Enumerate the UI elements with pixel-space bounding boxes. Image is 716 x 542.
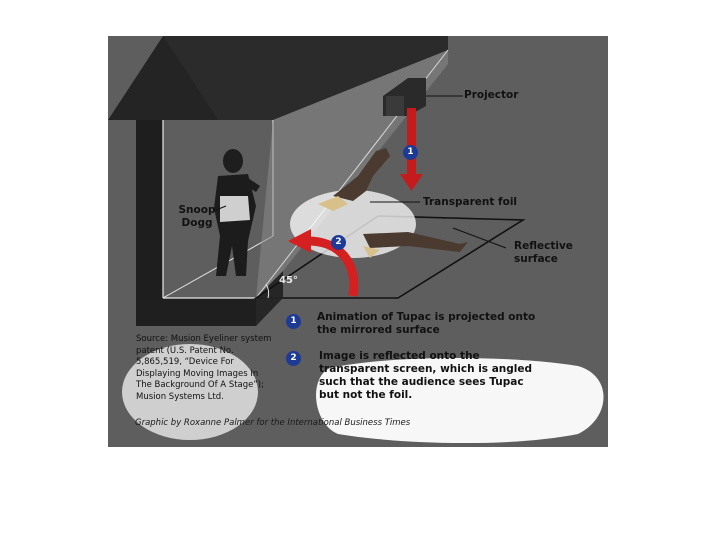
label-angle: 45° xyxy=(279,275,298,286)
reflection-arrow xyxy=(307,236,359,297)
step-badge-2-diagram: 2 xyxy=(331,235,346,250)
step-badge-2: 2 xyxy=(286,351,301,366)
step-1-text: Animation of Tupac is projected onto the… xyxy=(317,311,536,336)
stage-ceiling xyxy=(163,36,448,120)
graphic-credit: Graphic by Roxanne Palmer for the Intern… xyxy=(135,418,411,428)
step-2-text: Image is reflected onto the transparent … xyxy=(319,350,533,401)
label-projector: Projector xyxy=(464,89,519,101)
label-reflective-surface: Reflective surface xyxy=(514,240,573,265)
source-highlight xyxy=(122,344,258,440)
snoop-dogg-figure xyxy=(214,149,260,276)
source-citation: Source: Musion Eyeliner system patent (U… xyxy=(136,334,272,402)
step-badge-1: 1 xyxy=(286,314,301,329)
step-badge-1-diagram: 1 xyxy=(403,145,418,160)
diagram-panel: Projector Transparent foil Reflective su… xyxy=(108,36,608,447)
label-transparent-foil: Transparent foil xyxy=(423,196,518,208)
stage-left-wall xyxy=(136,120,163,326)
steps-highlight xyxy=(316,358,604,444)
stage-illustration xyxy=(108,36,604,444)
projection-arrow xyxy=(407,108,416,176)
label-snoop-dogg: Snoop Dogg xyxy=(178,204,216,229)
stage-floor-front xyxy=(136,298,256,326)
